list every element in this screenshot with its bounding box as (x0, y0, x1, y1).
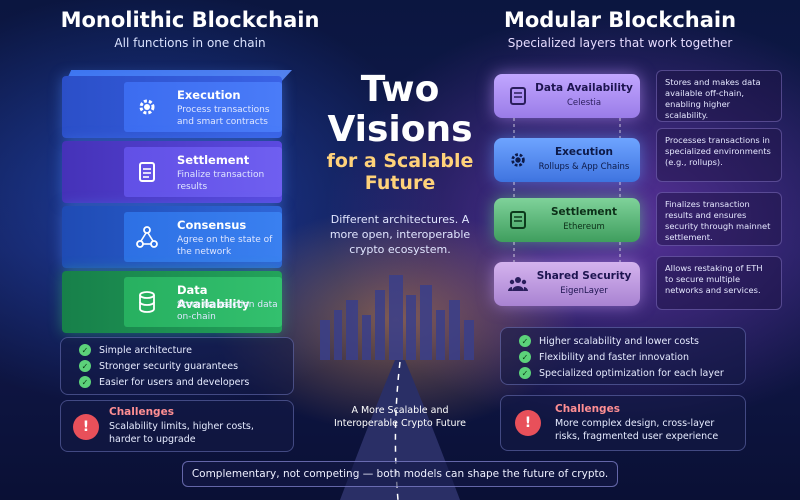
mod-layer-sub: Ethereum (563, 222, 605, 232)
challenges-title: Challenges (109, 406, 174, 418)
mod-side-desc: Allows restaking of ETH to secure multip… (656, 256, 782, 310)
document-icon (134, 159, 160, 185)
gear-icon (134, 94, 160, 120)
mono-layer-data-availability: Data Availability Store transaction data… (62, 271, 282, 333)
document-icon (508, 86, 528, 106)
monolithic-stack: Execution Process transactions and smart… (62, 76, 294, 338)
mono-layer-settlement: Settlement Finalize transaction results (62, 141, 282, 203)
mod-layer-label: Execution (554, 146, 614, 158)
gear-icon (508, 150, 528, 170)
mod-layer-settlement: Settlement Ethereum (494, 198, 640, 242)
monolithic-title: Monolithic Blockchain (60, 8, 320, 32)
modular-challenges-box: ! Challenges More complex design, cross-… (500, 395, 746, 451)
warning-icon: ! (73, 414, 99, 440)
mod-layer-shared-security: Shared Security EigenLayer (494, 262, 640, 306)
pro-item: ✓Higher scalability and lower costs (519, 335, 699, 347)
pro-item: ✓Flexibility and faster innovation (519, 351, 689, 363)
mono-layer-label: Execution (177, 88, 241, 102)
center-title: Two Visions for a Scalable Future (326, 69, 474, 195)
modular-pros-box: ✓Higher scalability and lower costs ✓Fle… (500, 327, 746, 385)
pro-item: ✓Stronger security guarantees (79, 360, 238, 372)
mod-layer-label: Settlement (551, 206, 617, 218)
pro-item: ✓Specialized optimization for each layer (519, 367, 724, 379)
center-description: Different architectures. A more open, in… (329, 213, 471, 256)
challenges-desc: Scalability limits, higher costs, harder… (109, 421, 254, 445)
check-icon: ✓ (79, 344, 91, 356)
mod-layer-sub: EigenLayer (560, 286, 608, 296)
document-icon (508, 210, 528, 230)
footer-banner: Complementary, not competing — both mode… (182, 461, 618, 487)
modular-title: Modular Blockchain (503, 8, 737, 32)
mono-layer-desc: Finalize transaction results (177, 170, 265, 192)
challenges-title: Challenges (555, 403, 620, 415)
warning-icon: ! (515, 410, 541, 436)
check-icon: ✓ (79, 376, 91, 388)
database-icon (134, 289, 160, 315)
mod-layer-sub: Celestia (566, 98, 602, 108)
mod-layer-label: Shared Security (536, 270, 632, 282)
mono-layer-consensus: Consensus Agree on the state of the netw… (62, 206, 282, 268)
check-icon: ✓ (519, 351, 531, 363)
mod-layer-label: Data Availability (535, 82, 633, 94)
mod-layer-execution: Execution Rollups & App Chains (494, 138, 640, 182)
monolithic-pros-box: ✓Simple architecture ✓Stronger security … (60, 337, 294, 395)
mono-layer-label: Data Availability (177, 283, 250, 311)
monolithic-challenges-box: ! Challenges Scalability limits, higher … (60, 400, 294, 452)
check-icon: ✓ (79, 360, 91, 372)
mono-layer-label: Settlement (177, 153, 250, 167)
mod-side-desc: Processes transactions in specialized en… (656, 128, 782, 182)
check-icon: ✓ (519, 335, 531, 347)
layer-connectors (513, 118, 621, 262)
mono-layer-desc: Agree on the state of the network (177, 235, 273, 257)
mod-layer-sub: Rollups & App Chains (538, 162, 630, 172)
network-icon (134, 224, 160, 250)
pro-item: ✓Simple architecture (79, 344, 192, 356)
pro-item: ✓Easier for users and developers (79, 376, 249, 388)
people-icon (508, 274, 528, 294)
center-footnote: A More Scalable and Interoperable Crypto… (333, 405, 467, 429)
modular-subtitle: Specialized layers that work together (507, 36, 733, 50)
challenges-desc: More complex design, cross-layer risks, … (555, 418, 719, 442)
mono-layer-execution: Execution Process transactions and smart… (62, 76, 282, 138)
monolithic-subtitle: All functions in one chain (114, 36, 266, 50)
mod-layer-data-availability: Data Availability Celestia (494, 74, 640, 118)
check-icon: ✓ (519, 367, 531, 379)
mono-layer-desc: Process transactions and smart contracts (177, 105, 270, 127)
mono-layer-desc: Store transaction data on-chain (177, 300, 278, 322)
mono-layer-label: Consensus (177, 218, 247, 232)
mod-side-desc: Finalizes transaction results and ensure… (656, 192, 782, 246)
mod-side-desc: Stores and makes data available off-chai… (656, 70, 782, 122)
